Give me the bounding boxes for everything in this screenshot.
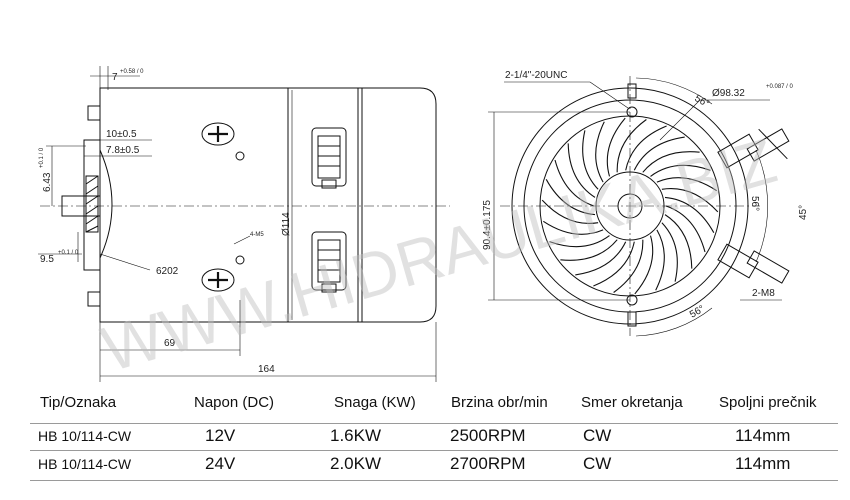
dim-6-43-tolerance: +0.1 / 0 xyxy=(39,147,45,168)
fan-blade xyxy=(567,143,596,198)
fan-blade xyxy=(554,159,595,207)
fan-blade xyxy=(542,220,604,235)
cell-brzina: 2700RPM xyxy=(450,454,526,473)
cell-smer: CW xyxy=(583,454,612,473)
motor-technical-drawing: 7 +0.58 / 0 10±0.5 7.8±0.5 6.43 +0.1 / 0… xyxy=(38,66,809,385)
diameter-98-tolerance: +0.087 / 0 xyxy=(766,84,794,90)
header-smer: Smer okretanja xyxy=(581,394,683,411)
fan-blade xyxy=(665,205,706,253)
angle-45-label: 45° xyxy=(798,205,809,220)
dim-7: 7 xyxy=(112,72,118,83)
table-divider xyxy=(30,450,838,451)
flange-tab xyxy=(87,105,101,121)
fan-blade xyxy=(634,235,654,295)
diameter-114-label: Ø114 xyxy=(281,212,292,236)
fan-blade xyxy=(650,164,711,177)
table-divider xyxy=(30,480,838,481)
brush-screw-bottom xyxy=(201,255,245,292)
spec-table: Tip/Oznaka Napon (DC) Snaga (KW) Brzina … xyxy=(0,388,850,500)
front-boss xyxy=(99,149,113,259)
bearing-label: 6202 xyxy=(156,266,179,277)
dim-10: 10±0.5 xyxy=(106,129,137,140)
cell-brzina: 2500RPM xyxy=(450,426,526,445)
fan-blade xyxy=(541,199,599,224)
table-divider xyxy=(30,423,838,424)
fan-blade xyxy=(664,196,715,233)
cell-smer: CW xyxy=(583,426,612,445)
fan-blade xyxy=(655,229,665,291)
fan-blade xyxy=(582,130,599,190)
terminal-stud-top xyxy=(311,127,347,189)
header-precnik: Spoljni prečnik xyxy=(719,394,817,411)
angle-56-bottom: 56° xyxy=(688,304,707,321)
brush-screw-top xyxy=(201,122,245,161)
cell-tip: HB 10/114-CW xyxy=(38,428,132,444)
thread-m8-label: 2-M8 xyxy=(752,288,775,299)
cell-napon: 12V xyxy=(205,426,236,445)
watermark: WWW.HIDRAULIKA.BIZ xyxy=(94,124,784,385)
fan-blade xyxy=(575,241,627,276)
mount-tab-bottom xyxy=(627,311,637,327)
cell-snaga: 1.6KW xyxy=(330,426,382,445)
dim-7-8: 7.8±0.5 xyxy=(106,145,140,156)
thread-4m5-label: 4-M5 xyxy=(250,232,264,238)
fan-blades xyxy=(541,117,719,295)
fan-blade xyxy=(642,151,700,173)
cell-precnik: 114mm xyxy=(735,454,791,473)
cell-napon: 24V xyxy=(205,454,236,473)
cell-precnik: 114mm xyxy=(735,426,791,445)
fan-blade xyxy=(593,241,635,287)
fan-blade xyxy=(633,136,685,171)
header-napon: Napon (DC) xyxy=(194,394,275,411)
fan-blade xyxy=(545,179,596,216)
dim-69: 69 xyxy=(164,338,176,349)
fan-blade xyxy=(616,119,647,173)
fan-blade xyxy=(549,235,610,248)
dim-9-5: 9.5 xyxy=(40,254,54,265)
fan-blade xyxy=(661,188,719,213)
dim-164: 164 xyxy=(258,364,275,375)
dim-7-tolerance: +0.58 / 0 xyxy=(120,69,144,75)
fan-blade xyxy=(661,222,678,282)
flange-tab xyxy=(87,291,101,307)
motor-housing xyxy=(99,87,437,323)
diameter-90-label: 90.4±0.175 xyxy=(482,200,493,250)
cell-snaga: 2.0KW xyxy=(330,454,382,473)
thread-unc-label: 2-1/4"-20UNC xyxy=(505,70,567,81)
side-view xyxy=(38,66,450,382)
dim-6-43: 6.43 xyxy=(42,172,53,192)
dim-9-5-tolerance: +0.1 / 0 xyxy=(58,250,79,256)
diameter-98-label: Ø98.32 xyxy=(712,88,745,99)
end-terminal-top xyxy=(717,128,790,169)
end-view xyxy=(488,76,790,337)
header-snaga: Snaga (KW) xyxy=(334,394,416,411)
angle-56-right: 56° xyxy=(749,196,760,211)
fan-blade xyxy=(595,121,605,183)
terminal-stud-bottom xyxy=(311,231,347,293)
cell-tip: HB 10/114-CW xyxy=(38,456,132,472)
fan-blade xyxy=(560,239,618,261)
header-tip: Tip/Oznaka xyxy=(40,394,117,411)
header-brzina: Brzina obr/min xyxy=(451,394,548,411)
end-terminal-bottom xyxy=(717,243,790,284)
bearing-section xyxy=(85,175,99,233)
fan-blade xyxy=(656,177,718,192)
fan-blade xyxy=(625,125,667,171)
fan-blade xyxy=(664,214,693,269)
mount-tab-top xyxy=(627,83,637,99)
fan-blade xyxy=(606,117,626,177)
fan-blade xyxy=(613,239,644,293)
